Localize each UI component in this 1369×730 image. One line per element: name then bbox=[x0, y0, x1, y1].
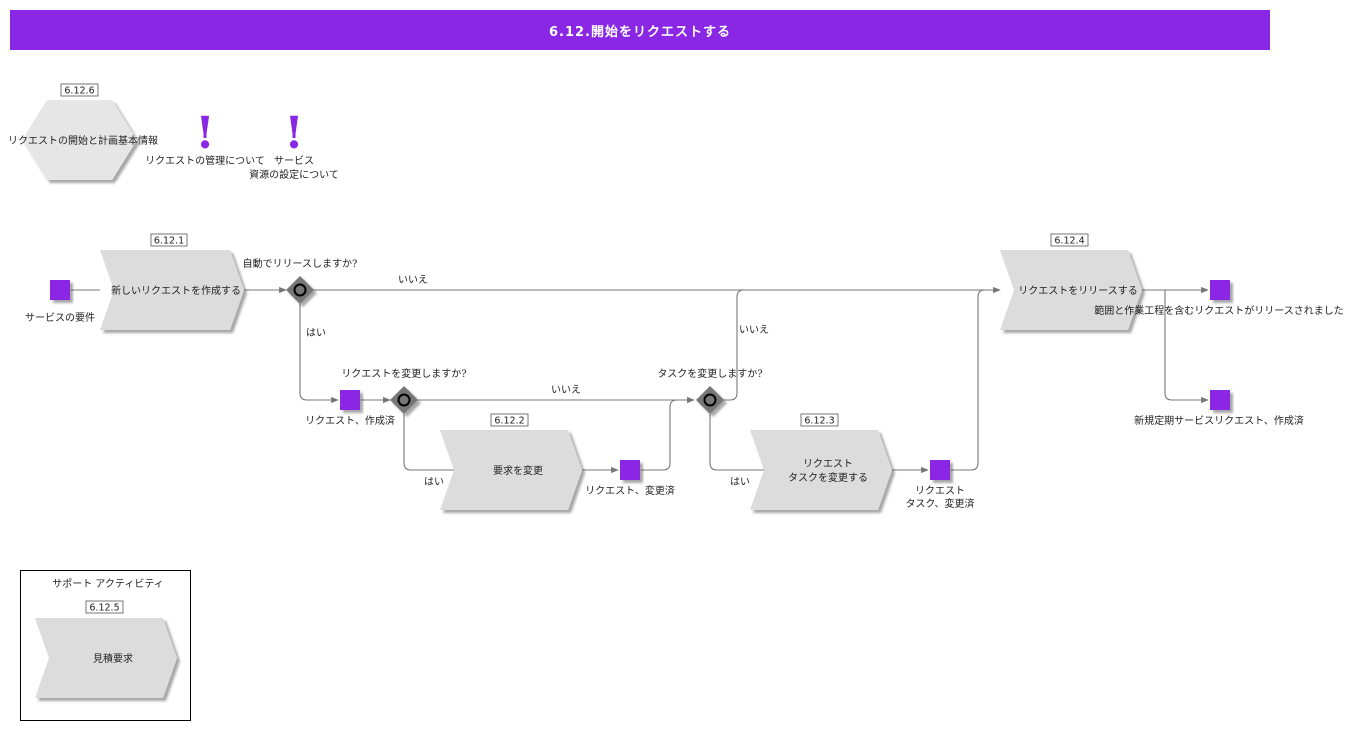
process-change-demand[interactable] bbox=[440, 430, 582, 510]
event-request-released[interactable] bbox=[1210, 280, 1230, 300]
note-request-management: リクエストの管理について bbox=[145, 154, 265, 167]
event-request-created[interactable] bbox=[340, 390, 360, 410]
process-label: 見積要求 bbox=[93, 652, 133, 665]
process-change-task[interactable] bbox=[750, 430, 892, 510]
process-label-line1: リクエスト bbox=[803, 458, 853, 470]
support-activity-title: サポート アクティビティ bbox=[52, 578, 163, 590]
branch-label-yes: はい bbox=[730, 476, 750, 488]
hexagon-label: リクエストの開始と計画基本情報 bbox=[8, 134, 158, 147]
branch-label-no: いいえ bbox=[551, 384, 581, 396]
process-badge: 6.12.1 bbox=[154, 236, 184, 247]
process-badge-box bbox=[490, 413, 529, 427]
hexagon-badge: 6.12.6 bbox=[64, 86, 94, 97]
branch-label-no: いいえ bbox=[398, 274, 428, 286]
event-label: 範囲と作業工程を含むリクエストがリリースされました bbox=[1094, 304, 1344, 317]
event-label: リクエスト、作成済 bbox=[305, 414, 395, 427]
connector bbox=[951, 289, 986, 471]
connector bbox=[1164, 290, 1209, 404]
connector-g3-yes bbox=[709, 414, 775, 474]
process-estimate-request[interactable] bbox=[35, 618, 177, 698]
gateway-question: 自動でリリースしますか? bbox=[243, 257, 358, 270]
process-badge-box bbox=[1050, 233, 1089, 247]
event-label-line2: タスク、変更済 bbox=[905, 497, 974, 510]
event-service-requirements[interactable] bbox=[50, 280, 70, 300]
note-service-resources-line2: 資源の設定について bbox=[249, 168, 339, 181]
hexagon-badge-box bbox=[60, 83, 99, 97]
branch-label-yes: はい bbox=[306, 327, 326, 339]
connector-g1-yes bbox=[299, 304, 339, 404]
diagram-title: 6.12.開始をリクエストする bbox=[10, 10, 1270, 50]
process-label: リクエストをリリースする bbox=[1018, 285, 1138, 297]
gateway-change-task[interactable] bbox=[696, 386, 724, 414]
process-badge-box bbox=[800, 413, 839, 427]
connector-g2-yes bbox=[403, 414, 465, 474]
gateway-circle-icon bbox=[397, 393, 411, 407]
connector bbox=[641, 399, 678, 471]
exclamation-icon[interactable]: ! bbox=[195, 108, 214, 159]
branch-label-yes: はい bbox=[424, 476, 444, 488]
event-label: リクエスト、変更済 bbox=[585, 484, 675, 497]
process-badge: 6.12.5 bbox=[89, 603, 119, 614]
process-label-line2: タスクを変更する bbox=[788, 471, 868, 484]
event-label: 新規定期サービスリクエスト、作成済 bbox=[1134, 414, 1304, 427]
gateway-circle-icon bbox=[703, 393, 717, 407]
event-new-periodic-request[interactable] bbox=[1210, 390, 1230, 410]
process-badge-box bbox=[85, 600, 124, 614]
event-label: サービスの要件 bbox=[25, 312, 95, 324]
process-badge: 6.12.3 bbox=[804, 416, 834, 427]
process-badge: 6.12.2 bbox=[494, 416, 524, 427]
event-task-changed[interactable] bbox=[930, 460, 950, 480]
gateway-change-request[interactable] bbox=[390, 386, 418, 414]
info-hexagon[interactable] bbox=[22, 100, 137, 180]
process-release-request[interactable] bbox=[1000, 250, 1142, 330]
gateway-auto-release[interactable] bbox=[286, 276, 314, 304]
process-label: 要求を変更 bbox=[493, 464, 543, 477]
process-badge-box bbox=[150, 233, 188, 247]
support-activity-box bbox=[20, 570, 191, 721]
process-create-request[interactable] bbox=[100, 250, 244, 330]
exclamation-icon[interactable]: ! bbox=[284, 108, 303, 159]
event-label-line1: リクエスト bbox=[915, 485, 965, 497]
gateway-circle-icon bbox=[293, 283, 307, 297]
gateway-question: リクエストを変更しますか? bbox=[341, 367, 466, 380]
gateway-question: タスクを変更しますか? bbox=[657, 367, 762, 380]
branch-label-no: いいえ bbox=[739, 324, 769, 336]
connector-g3-no bbox=[722, 289, 745, 401]
process-badge: 6.12.4 bbox=[1054, 236, 1084, 247]
event-request-changed[interactable] bbox=[620, 460, 640, 480]
note-service-resources-line1: サービス bbox=[274, 155, 314, 167]
process-label: 新しいリクエストを作成する bbox=[111, 284, 241, 297]
